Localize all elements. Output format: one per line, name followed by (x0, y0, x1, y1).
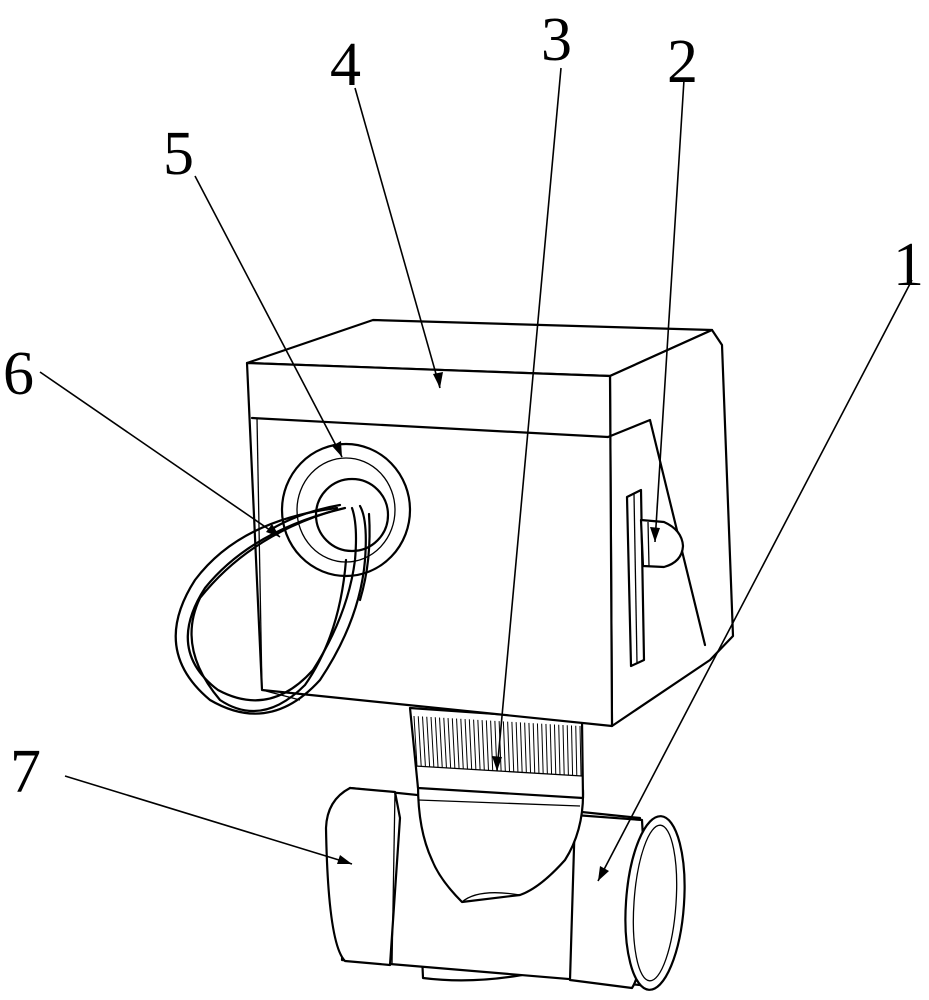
leader-7 (64, 775, 353, 865)
cable-loop (174, 503, 371, 715)
knurl-ridge (524, 722, 527, 773)
indicator-lamp (639, 518, 685, 569)
knurl-ridge (498, 721, 502, 772)
arrow-7 (337, 855, 352, 864)
actuator-housing (245, 318, 735, 728)
knurl-ridge (473, 719, 477, 770)
knurl-ridge (579, 725, 582, 777)
knurl-ridge (477, 719, 481, 770)
arrow-4 (433, 372, 443, 388)
label-7: 7 (10, 738, 41, 806)
leader-3 (496, 67, 562, 772)
knurl-ridge (562, 724, 565, 775)
knurl-ridge (566, 725, 569, 776)
label-1: 1 (893, 231, 924, 299)
knurl-ridge (532, 723, 536, 774)
label-3: 3 (541, 6, 572, 74)
label-2: 2 (667, 28, 698, 96)
knurl-ridge (528, 722, 532, 773)
arrow-6 (266, 524, 280, 537)
knurl-ridge (490, 720, 494, 771)
label-5: 5 (163, 120, 194, 188)
knurl-ridge (468, 719, 473, 770)
leader-2 (654, 79, 685, 543)
valve-body (324, 783, 686, 991)
knurl-ridge (515, 722, 519, 773)
arrow-5 (332, 441, 342, 457)
knurl-ridge (430, 716, 435, 768)
knurl-ridge (575, 725, 578, 776)
part-labels: 1 2 3 4 5 6 7 (3, 6, 924, 806)
leader-6 (39, 371, 281, 538)
leader-1 (597, 279, 913, 882)
knurl-ridge (434, 717, 439, 768)
knurl-ridge (456, 718, 460, 769)
knurl-ridge (413, 715, 418, 767)
leader-lines (39, 67, 913, 882)
knurl-ridge (417, 716, 422, 767)
knurl-ridge (541, 723, 544, 774)
knurl-ridge (447, 718, 452, 769)
knurl-ridge (519, 722, 523, 773)
knurl-ridge (439, 717, 443, 768)
knurl-ridge (451, 718, 456, 769)
leader-5 (194, 175, 343, 458)
arrow-3 (492, 756, 502, 771)
knurl-ridge (511, 721, 515, 772)
knurl-ridge (549, 724, 553, 775)
knurl-ridge (422, 716, 426, 767)
knurl-ridge (485, 720, 489, 771)
knurl-ridge (502, 721, 506, 772)
knurled-coupling (408, 706, 585, 800)
cable-grommet (280, 442, 412, 578)
knurl-ridge (464, 719, 468, 770)
arrow-2 (650, 527, 660, 542)
knurl-ridge (536, 723, 540, 774)
knurl-ridge (558, 724, 561, 775)
label-4: 4 (330, 31, 361, 99)
arrow-1 (598, 866, 609, 881)
knurl-ridge (443, 717, 447, 768)
knurl-ridge (460, 718, 464, 769)
knurl-ridge (545, 723, 548, 774)
knurl-ridge (481, 720, 485, 771)
leader-4 (354, 87, 441, 389)
label-6: 6 (3, 340, 34, 408)
knurl-ridge (553, 724, 557, 775)
knurl-ridge (570, 725, 574, 776)
knurl-ridge (507, 721, 511, 772)
knurl-ridge (426, 716, 431, 767)
